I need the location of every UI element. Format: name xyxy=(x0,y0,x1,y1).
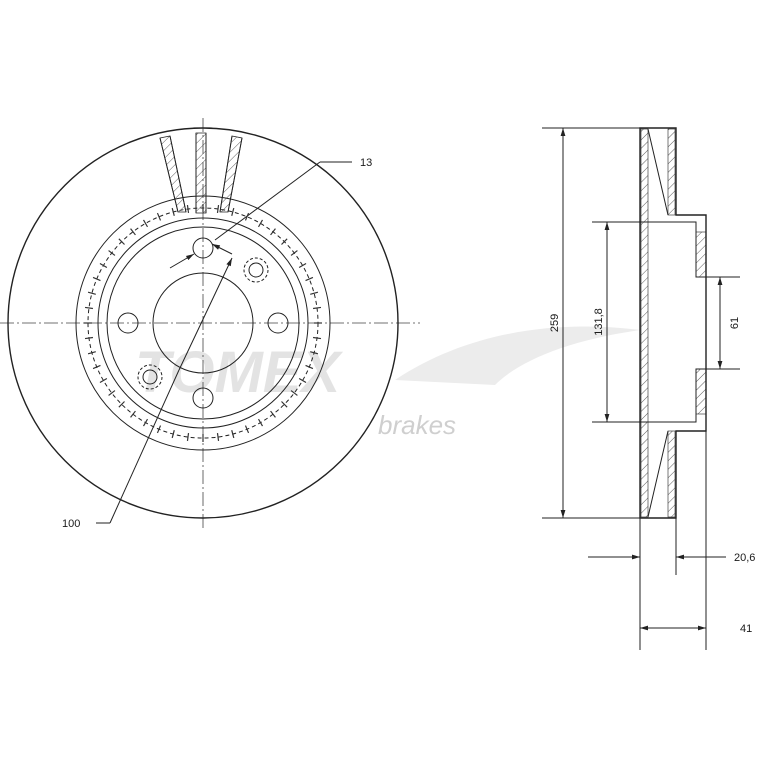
vent-slot-mark xyxy=(108,250,116,256)
pcd-arrow xyxy=(178,257,233,371)
vent-slot-mark xyxy=(118,238,125,245)
vent-slot-mark xyxy=(310,291,319,295)
vent-slot-mark xyxy=(281,238,288,245)
vent-slot-mark xyxy=(257,219,264,228)
side-view: 259 131,8 61 20,6 41 xyxy=(542,127,755,650)
vent-slot-mark xyxy=(130,228,136,236)
vent-cutaway xyxy=(159,132,243,214)
vent-slot-mark xyxy=(171,207,175,216)
vent-slot-mark xyxy=(171,430,175,439)
bolt-hole-arrow-right xyxy=(211,243,233,255)
vent-slot-mark xyxy=(310,351,319,355)
vent-rib-2 xyxy=(647,430,669,518)
vent-slot-mark xyxy=(270,228,276,236)
vent-slot-mark xyxy=(142,219,149,228)
pcd-leader xyxy=(109,369,180,524)
locating-hole-left xyxy=(142,369,158,385)
disc-outer-circle xyxy=(7,127,399,519)
watermark-swoosh xyxy=(395,326,640,385)
vent-slot-mark xyxy=(130,410,136,418)
watermark-sub: brakes xyxy=(378,410,456,440)
bolt-hole-left xyxy=(117,312,139,334)
vent-slot-mark xyxy=(84,336,94,340)
inner-friction-plate-bottom xyxy=(667,430,676,518)
vent-slot-mark xyxy=(92,276,101,282)
thickness-label: 20,6 xyxy=(734,552,755,564)
vent-slot-mark xyxy=(231,207,235,216)
bolt-hole-arrow-left xyxy=(169,253,195,269)
hub-wall-bottom xyxy=(695,368,707,415)
vent-slot-mark xyxy=(99,377,108,384)
vent-slot-mark xyxy=(305,364,314,370)
diameter-label: 259 xyxy=(549,314,561,332)
vent-slot-mark xyxy=(290,390,298,396)
vent-slot-mark xyxy=(312,306,322,310)
vent-slot-mark xyxy=(312,336,322,340)
hub-inner-circle xyxy=(106,226,300,420)
vent-slot-mark xyxy=(108,390,116,396)
hub-wall-top xyxy=(695,231,707,278)
vent-slot-mark xyxy=(305,276,314,282)
hub-outer-circle xyxy=(97,217,309,429)
vent-slot-mark xyxy=(270,410,276,418)
locating-hole-right xyxy=(248,262,264,278)
center-bore-label: 61 xyxy=(729,317,741,329)
vent-slot-mark xyxy=(298,377,307,384)
vent-slot-mark xyxy=(118,401,125,408)
vent-rib-1 xyxy=(647,128,669,216)
vent-slot-mark xyxy=(186,432,190,442)
inner-friction-plate-top xyxy=(667,128,676,216)
vent-slot-mark xyxy=(87,351,96,355)
vent-slot-mark xyxy=(84,306,94,310)
watermark-brand: TOMEX xyxy=(135,340,343,405)
bolt-hole-bottom xyxy=(192,387,214,409)
hub-diameter-label: 131,8 xyxy=(593,308,605,336)
pcd-label: 100 xyxy=(62,518,80,530)
vent-slot-mark xyxy=(244,212,250,221)
vent-slot-mark xyxy=(156,425,162,434)
vent-slot-mark xyxy=(298,262,307,269)
vent-slot-mark xyxy=(216,204,220,214)
bolt-hole-label: 13 xyxy=(360,157,372,169)
center-bore xyxy=(152,272,254,374)
watermark: TOMEX brakes xyxy=(135,326,640,440)
vent-slot-mark xyxy=(216,432,220,442)
vent-slot-mark xyxy=(156,212,162,221)
outer-friction-plate xyxy=(640,128,649,518)
vent-slot-mark xyxy=(186,204,190,214)
vent-slot-mark xyxy=(87,291,96,295)
vent-slot-mark xyxy=(142,418,149,427)
vent-slot-mark xyxy=(231,430,235,439)
locating-hole-right-outline xyxy=(243,257,269,283)
bolt-hole-right xyxy=(267,312,289,334)
locating-hole-left-outline xyxy=(137,364,163,390)
overall-height-label: 41 xyxy=(740,623,752,635)
vent-slot-mark xyxy=(257,418,264,427)
vent-slot-mark xyxy=(92,364,101,370)
bolt-hole-leader xyxy=(214,161,321,241)
vent-slot-mark xyxy=(281,401,288,408)
front-view: 13 100 xyxy=(0,118,420,530)
vent-slot-mark xyxy=(99,262,108,269)
vent-slot-mark xyxy=(244,425,250,434)
vent-slot-mark xyxy=(290,250,298,256)
